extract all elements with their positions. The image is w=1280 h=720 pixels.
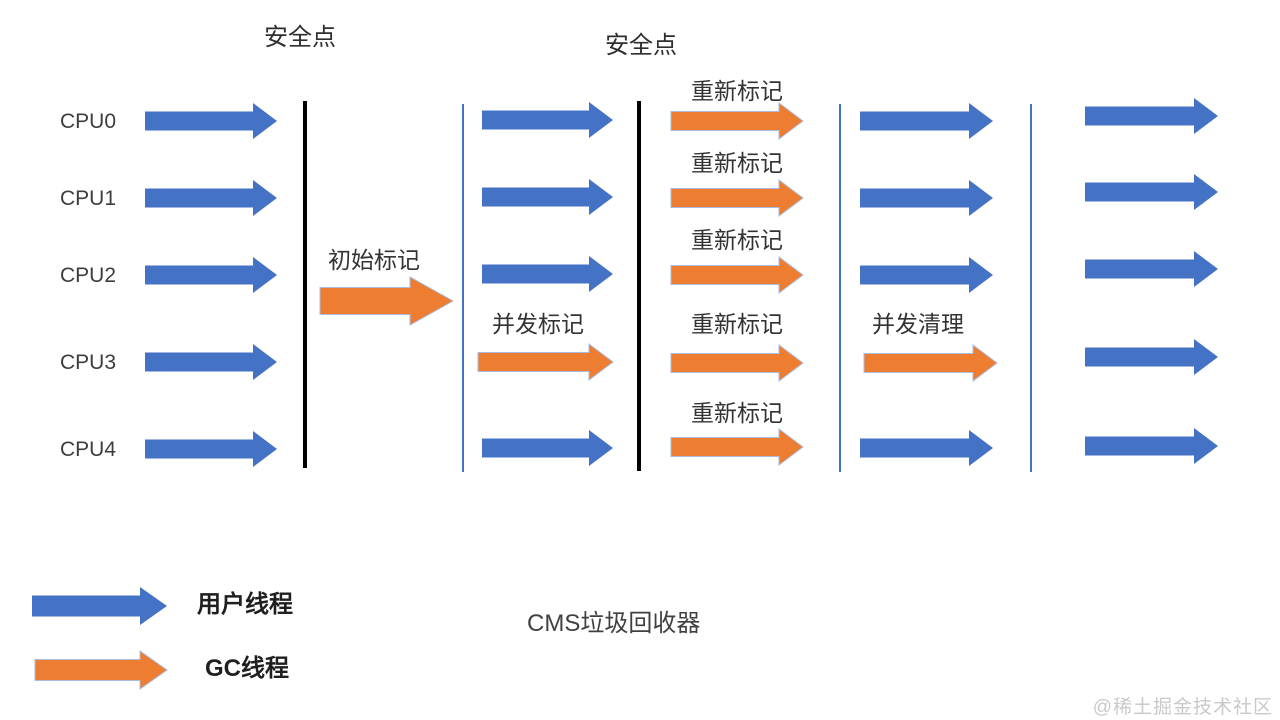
- user-thread-arrow: [145, 344, 277, 380]
- remark-label-2: 重新标记: [691, 227, 783, 253]
- user-thread-arrow: [860, 103, 993, 139]
- gc-thread-arrow: [319, 276, 455, 326]
- watermark: @稀土掘金技术社区: [1092, 697, 1273, 718]
- concurrent-mark-label: 并发标记: [492, 311, 584, 337]
- remark-label-4: 重新标记: [691, 400, 783, 426]
- gc-thread-arrow: [670, 344, 804, 382]
- cpu-label-0: CPU0: [60, 110, 117, 133]
- gc-thread-arrow: [863, 344, 998, 382]
- user-thread-legend-label: 用户线程: [197, 591, 293, 618]
- user-thread-arrow: [1085, 174, 1218, 210]
- phase-divider-line: [839, 104, 841, 472]
- user-thread-arrow: [1085, 98, 1218, 134]
- gc-thread-arrow: [670, 428, 804, 466]
- user-thread-arrow: [1085, 339, 1218, 375]
- user-thread-arrow: [32, 587, 167, 625]
- cpu-label-3: CPU3: [60, 351, 117, 374]
- user-thread-arrow: [1085, 251, 1218, 287]
- safepoint-line: [303, 101, 307, 468]
- user-thread-arrow: [860, 430, 993, 466]
- user-thread-arrow: [1085, 428, 1218, 464]
- safepoint-label-1: 安全点: [264, 24, 336, 51]
- user-thread-arrow: [482, 102, 613, 138]
- user-thread-arrow: [145, 103, 277, 139]
- safepoint-line: [637, 101, 641, 471]
- gc-thread-arrow: [670, 256, 804, 294]
- gc-thread-legend-label: GC线程: [205, 655, 289, 682]
- diagram-title: CMS垃圾回收器: [527, 610, 701, 637]
- user-thread-arrow: [482, 179, 613, 215]
- phase-divider-line: [1030, 104, 1032, 472]
- user-thread-arrow: [482, 256, 613, 292]
- user-thread-arrow: [860, 180, 993, 216]
- concurrent-sweep-label: 并发清理: [872, 311, 964, 337]
- remark-label-3: 重新标记: [691, 311, 783, 337]
- remark-label-0: 重新标记: [691, 78, 783, 104]
- remark-label-1: 重新标记: [691, 150, 783, 176]
- user-thread-arrow: [145, 257, 277, 293]
- gc-thread-arrow: [477, 343, 614, 381]
- cpu-label-4: CPU4: [60, 438, 117, 461]
- user-thread-arrow: [860, 257, 993, 293]
- user-thread-arrow: [145, 180, 277, 216]
- phase-divider-line: [462, 104, 464, 472]
- user-thread-arrow: [482, 430, 613, 466]
- cpu-label-2: CPU2: [60, 264, 117, 287]
- cpu-label-1: CPU1: [60, 187, 117, 210]
- gc-thread-arrow: [670, 179, 804, 217]
- user-thread-arrow: [145, 431, 277, 467]
- safepoint-label-2: 安全点: [605, 32, 677, 59]
- initial-mark-label: 初始标记: [328, 247, 420, 273]
- gc-thread-arrow: [34, 650, 168, 690]
- gc-thread-arrow: [670, 102, 804, 140]
